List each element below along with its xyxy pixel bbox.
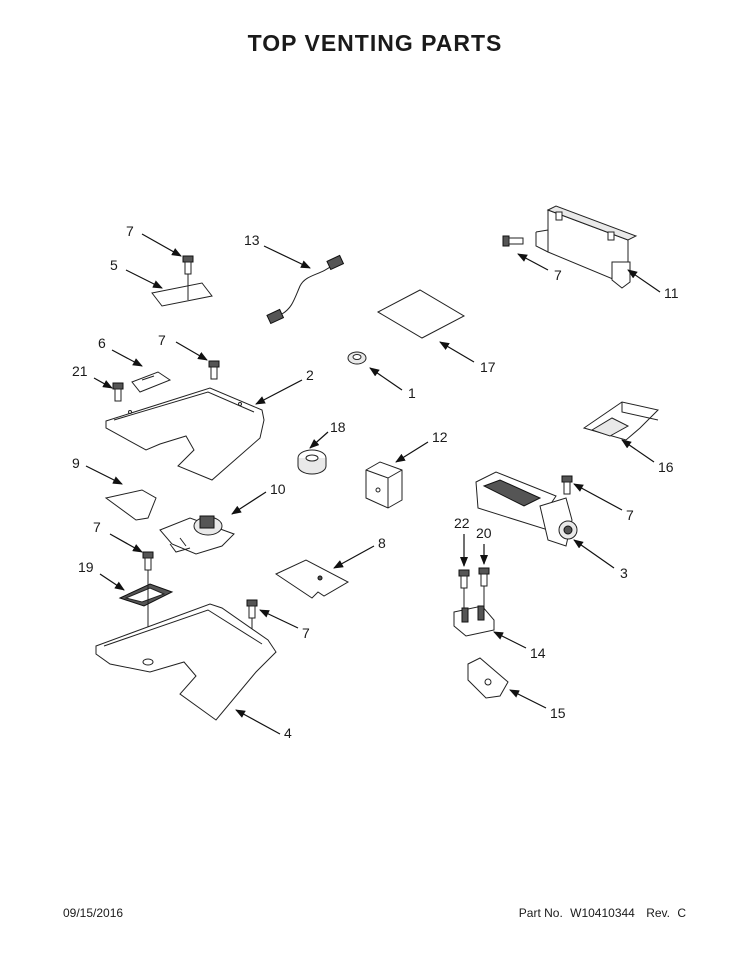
- screw-22: [458, 569, 470, 589]
- callout-6: 6: [98, 335, 106, 351]
- part-11-vent-bracket: [535, 205, 638, 289]
- callout-17: 17: [480, 359, 496, 375]
- part-15-plate: [467, 657, 509, 699]
- part-2-shield-plate: [105, 387, 265, 481]
- callout-19: 19: [78, 559, 94, 575]
- part-no-label: Part No.: [518, 906, 563, 920]
- callout-22: 22: [454, 515, 470, 531]
- footer-date: 09/15/2016: [63, 906, 124, 920]
- part-1-grommet: [347, 351, 367, 365]
- callout-3: 3: [620, 565, 628, 581]
- callout-7: 7: [93, 519, 101, 535]
- callout-1: 1: [408, 385, 416, 401]
- callout-18: 18: [330, 419, 346, 435]
- callout-labels: 7 13 5 7 11 7 6 17 21 2 1 18 12 9 16 10 …: [72, 223, 679, 741]
- part-17-sheet: [376, 289, 466, 339]
- part-8-plate: [274, 559, 350, 599]
- callout-8: 8: [378, 535, 386, 551]
- page-title: TOP VENTING PARTS: [247, 30, 503, 56]
- part-no-value: W10410344: [570, 906, 635, 920]
- part-9-plate: [104, 489, 157, 521]
- part-12-junction-box: [365, 461, 403, 509]
- callout-10: 10: [270, 481, 286, 497]
- callout-9: 9: [72, 455, 80, 471]
- part-4-lower-plate: [95, 603, 277, 721]
- part-10-motor-bracket: [159, 515, 235, 555]
- callout-7: 7: [554, 267, 562, 283]
- callout-4: 4: [284, 725, 292, 741]
- callout-20: 20: [476, 525, 492, 541]
- callout-5: 5: [110, 257, 118, 273]
- callout-13: 13: [244, 232, 260, 248]
- callout-7: 7: [626, 507, 634, 523]
- rev-label: Rev.: [646, 906, 670, 920]
- callout-16: 16: [658, 459, 674, 475]
- callout-7: 7: [302, 625, 310, 641]
- callout-7: 7: [158, 332, 166, 348]
- part-3-blower-assembly: [475, 471, 578, 547]
- callout-7: 7: [126, 223, 134, 239]
- screw-20: [478, 567, 490, 587]
- screw-7-a: [502, 235, 524, 247]
- callout-2: 2: [306, 367, 314, 383]
- screw-7-b: [182, 255, 194, 300]
- screw-21: [112, 382, 124, 402]
- part-6-bracket: [131, 371, 172, 393]
- callout-21: 21: [72, 363, 88, 379]
- footer-part-info: Part No. W10410344 Rev. C: [515, 906, 686, 920]
- part-14-terminal-block: [453, 586, 495, 637]
- leader-arrows: [85, 233, 661, 735]
- part-13-wire-harness: [266, 254, 345, 325]
- callout-12: 12: [432, 429, 448, 445]
- screw-7-c: [208, 360, 220, 380]
- screw-7-e: [142, 551, 154, 571]
- callout-11: 11: [664, 285, 679, 301]
- callout-15: 15: [550, 705, 566, 721]
- part-16-bracket: [582, 401, 659, 441]
- part-18-cap: [297, 449, 327, 475]
- rev-value: C: [677, 906, 686, 920]
- part-5-small-plate: [151, 282, 213, 307]
- screw-7-d: [561, 475, 573, 495]
- callout-14: 14: [530, 645, 546, 661]
